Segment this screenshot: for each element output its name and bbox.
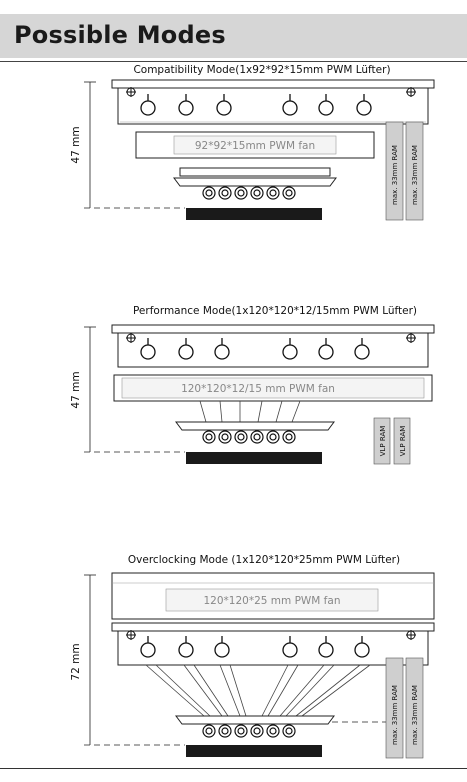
ram-label: max. 33mm RAM xyxy=(411,145,419,205)
footer-rule xyxy=(0,768,467,769)
mode-compatibility: Compatibility Mode(1x92*92*15mm PWM Lüft… xyxy=(70,64,435,221)
top-plate xyxy=(111,79,435,89)
fan-label: 120*120*25 mm PWM fan xyxy=(204,595,341,607)
mount-screw-icon xyxy=(126,333,136,343)
fan-label: 92*92*15mm PWM fan xyxy=(195,140,315,152)
heatpipe-legs xyxy=(199,400,301,423)
ram-module xyxy=(385,657,404,759)
ram-label: max. 33mm RAM xyxy=(391,685,399,745)
heatpipe-base xyxy=(202,186,296,200)
top-plate xyxy=(111,324,435,334)
mode-overclocking: Overclocking Mode (1x120*120*25mm PWM Lü… xyxy=(70,554,435,759)
heatpipe-base xyxy=(202,724,296,738)
mode-title: Compatibility Mode(1x92*92*15mm PWM Lüft… xyxy=(133,64,390,76)
cpu-base-plate xyxy=(186,745,322,757)
mode-title: Overclocking Mode (1x120*120*25mm PWM Lü… xyxy=(128,554,400,566)
fin-stack xyxy=(117,630,429,666)
cpu-base-plate xyxy=(186,208,322,220)
top-plate xyxy=(111,622,435,632)
heatpipe-legs xyxy=(145,664,371,717)
ram-module xyxy=(405,121,424,221)
mount-screw-icon xyxy=(126,630,136,640)
ram-module xyxy=(373,417,391,465)
section-header: Possible Modes xyxy=(0,14,467,58)
height-label: 72 mm xyxy=(70,643,82,680)
heatpipe-loops xyxy=(140,636,370,658)
heatpipe-base xyxy=(202,430,296,444)
ram-label: max. 33mm RAM xyxy=(411,685,419,745)
ram-module xyxy=(385,121,404,221)
mount-screw-icon xyxy=(126,87,136,97)
mount-screw-icon xyxy=(406,87,416,97)
mode-title: Performance Mode(1x120*120*12/15mm PWM L… xyxy=(133,305,417,317)
fin-stack xyxy=(117,87,429,125)
ram-module xyxy=(405,657,424,759)
ram-module xyxy=(393,417,411,465)
heatpipe-loops xyxy=(140,94,372,116)
heatpipe-loops xyxy=(140,338,370,360)
ram-label: max. 33mm RAM xyxy=(391,145,399,205)
fin-stack xyxy=(117,332,429,368)
section-title: Possible Modes xyxy=(14,21,226,49)
ram-label: VLP RAM xyxy=(399,426,407,457)
header-rule xyxy=(0,61,467,62)
fan-label: 120*120*12/15 mm PWM fan xyxy=(181,383,335,395)
mode-performance: Performance Mode(1x120*120*12/15mm PWM L… xyxy=(70,305,435,465)
mount-screw-icon xyxy=(406,630,416,640)
ram-label: VLP RAM xyxy=(379,426,387,457)
mount-screw-icon xyxy=(406,333,416,343)
height-label: 47 mm xyxy=(70,371,82,408)
cpu-base-plate xyxy=(186,452,322,464)
height-label: 47 mm xyxy=(70,126,82,163)
